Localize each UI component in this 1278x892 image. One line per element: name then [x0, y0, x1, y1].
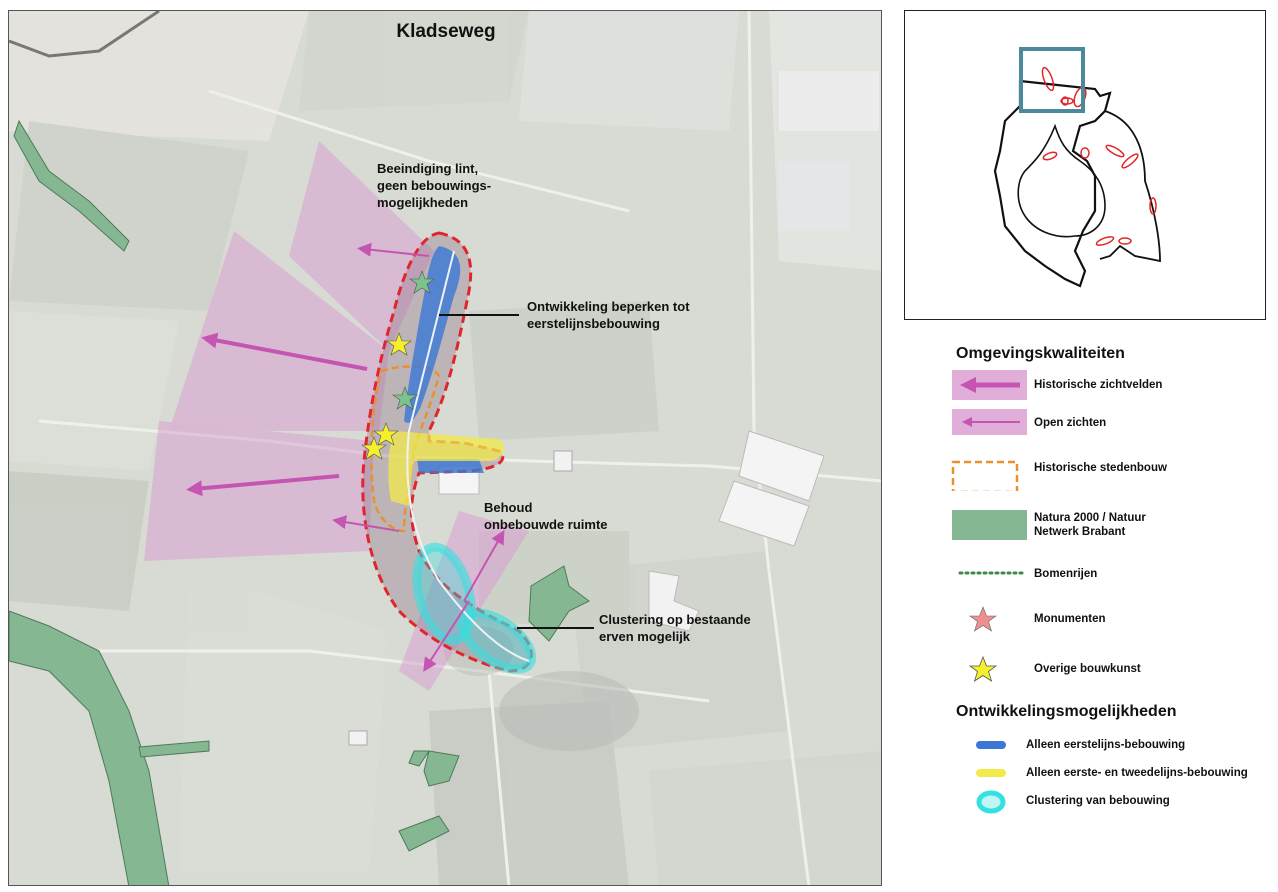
- nature-areas: [9, 119, 590, 885]
- legend-item-clustering: Clustering van bebouwing: [950, 788, 1270, 822]
- monument-star: [392, 386, 418, 410]
- inset-overview-map[interactable]: [904, 10, 1266, 320]
- cyan-ring-icon: [976, 790, 1006, 814]
- monument-stars: [361, 270, 435, 460]
- open-sightline-arrow-3: [463, 529, 505, 602]
- legend-item-natura2000: Natura 2000 / Natuur Netwerk Brabant: [950, 508, 1270, 542]
- legend-item-historic-urban: Historische stedenbouw: [950, 457, 1270, 491]
- municipality-inner-outline: [1017, 123, 1106, 238]
- historic-sightline-arrow-2: [186, 474, 340, 497]
- municipality-east-outline: [1099, 110, 1161, 263]
- annotation-preserve-space: Behoud onbebouwde ruimte: [484, 500, 608, 532]
- sightfield-west-2: [144, 421, 374, 561]
- open-sightline-arrow-4: [423, 600, 470, 672]
- open-sightline-arrow-2: [332, 515, 400, 532]
- map-title: Kladseweg: [396, 21, 496, 42]
- buildings: [348, 71, 879, 746]
- legend-item-monuments: Monumenten: [950, 603, 1270, 637]
- legend-item-open-views: Open zichten: [950, 407, 1270, 441]
- annotation-clustering: Clustering op bestaande erven mogelijk: [599, 612, 751, 644]
- historic-sightline-arrow-1: [201, 332, 368, 371]
- annotation-end-ribbon: Beeindiging lint, geen bebouwings- mogel…: [377, 161, 492, 210]
- open-sightline-arrow-1: [357, 242, 430, 257]
- yellow-star: [373, 422, 399, 446]
- green-dotted-line-icon: [958, 571, 1024, 575]
- legend-item-first-line: Alleen eerstelijns-bebouwing: [950, 733, 1270, 767]
- map-panel[interactable]: Kladseweg Beeindiging lint, geen bebouwi…: [8, 10, 882, 886]
- leader-lines: [439, 314, 594, 629]
- annotation-limit-development: Ontwikkeling beperken tot eerstelijnsbeb…: [527, 299, 690, 331]
- main-road: [9, 11, 160, 58]
- pink-star-icon: [969, 606, 997, 632]
- yellow-star: [386, 332, 412, 356]
- second-line-zone: [388, 431, 505, 506]
- inset-focus-frame: [1019, 47, 1085, 113]
- legend-section-ontwikkelingsmogelijkheden: Ontwikkelingsmogelijkheden: [956, 703, 1177, 720]
- sightfield-west-1: [169, 231, 389, 431]
- first-line-zone-south: [417, 459, 484, 473]
- monument-star: [409, 270, 435, 294]
- legend-item-tree-rows: Bomenrijen: [950, 558, 1270, 592]
- orange-dashed-box-icon: [951, 460, 1019, 491]
- legend-item-other-architecture: Overige bouwkunst: [950, 653, 1270, 687]
- sightline-arrows: [186, 242, 505, 672]
- legend-item-historic-sightlines: Historische zichtvelden: [950, 368, 1270, 402]
- blue-line-icon: [976, 741, 1006, 749]
- green-area-icon: [952, 510, 1027, 540]
- aerial-map[interactable]: [9, 11, 882, 886]
- yellow-star-icon: [968, 655, 998, 682]
- legend-item-second-line: Alleen eerste- en tweedelijns-bebouwing: [950, 761, 1270, 795]
- inset-map-svg: [993, 47, 1161, 288]
- thin-pink-arrow-icon: [952, 409, 1027, 435]
- ribbon-road: [406, 250, 530, 662]
- legend-section-omgevingskwaliteiten: Omgevingskwaliteiten: [956, 345, 1125, 362]
- yellow-line-icon: [976, 769, 1006, 777]
- thick-pink-arrow-icon: [952, 370, 1027, 400]
- yellow-star: [361, 436, 387, 460]
